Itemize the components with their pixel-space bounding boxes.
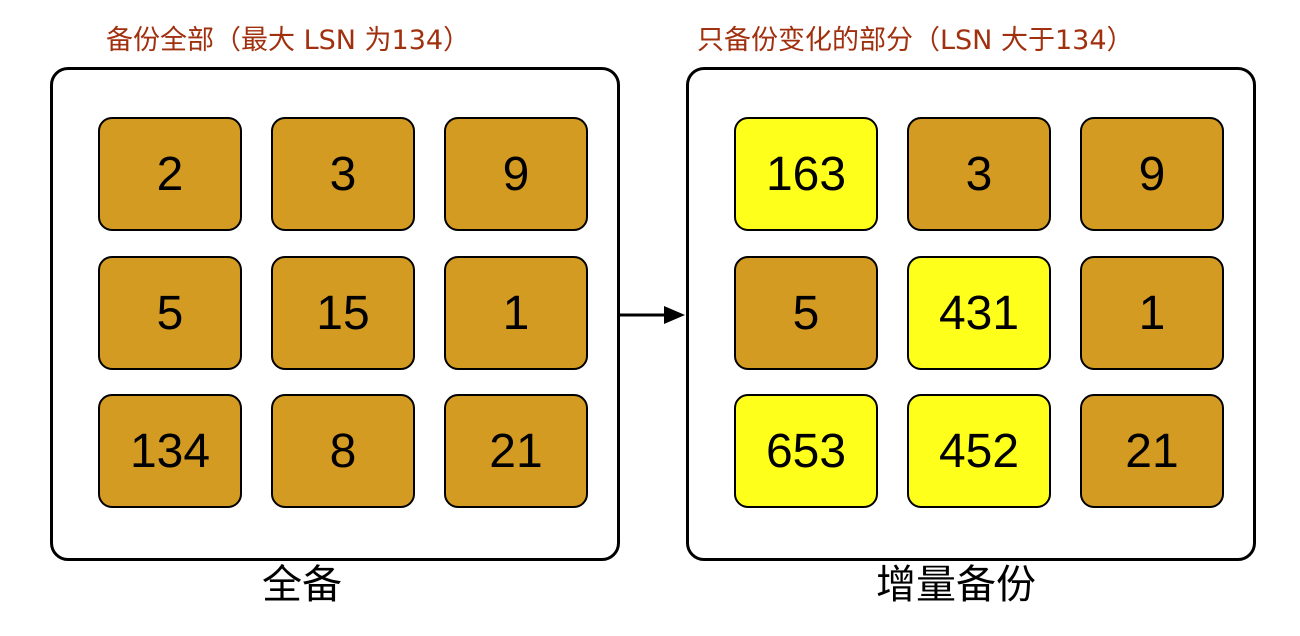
page-block: 21	[1080, 394, 1224, 508]
full-backup-label: 全备	[262, 562, 342, 608]
page-block: 134	[98, 394, 242, 508]
page-block: 21	[444, 394, 588, 508]
page-block: 3	[271, 117, 415, 231]
page-block: 653	[734, 394, 878, 508]
full-backup-caption: 备份全部（最大 LSN 为134）	[106, 25, 471, 56]
page-block: 3	[907, 117, 1051, 231]
full-backup-panel: 2 3 9 5 15 1 134 8 21	[50, 67, 620, 561]
page-block: 452	[907, 394, 1051, 508]
incremental-backup-caption: 只备份变化的部分（LSN 大于134）	[697, 25, 1134, 56]
page-block: 9	[444, 117, 588, 231]
incremental-backup-panel: 163 3 9 5 431 1 653 452 21	[686, 67, 1256, 561]
arrow-right-icon	[620, 306, 685, 324]
page-block: 15	[271, 256, 415, 370]
page-block: 1	[444, 256, 588, 370]
page-block: 163	[734, 117, 878, 231]
page-block: 5	[734, 256, 878, 370]
page-block: 8	[271, 394, 415, 508]
page-block: 2	[98, 117, 242, 231]
page-block: 9	[1080, 117, 1224, 231]
incremental-backup-label: 增量备份	[876, 562, 1036, 608]
page-block: 1	[1080, 256, 1224, 370]
page-block: 5	[98, 256, 242, 370]
page-block: 431	[907, 256, 1051, 370]
